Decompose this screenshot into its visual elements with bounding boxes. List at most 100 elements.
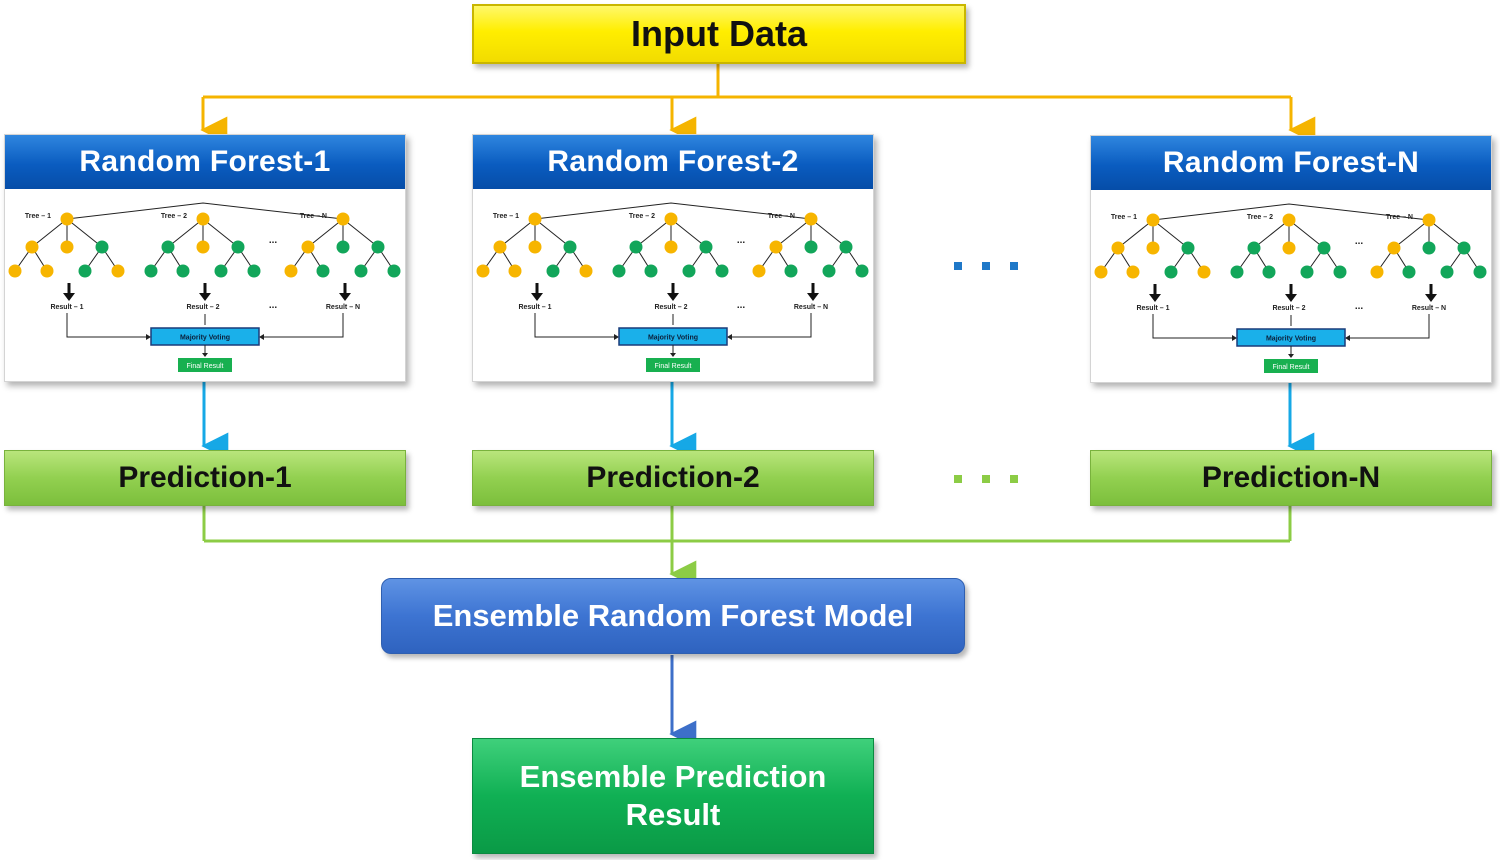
tree-label: Tree – 2 [629, 213, 655, 220]
final-connector-head [202, 353, 208, 357]
tree-node [664, 240, 678, 254]
tree-node [1111, 241, 1125, 255]
result-label: Result – N [1412, 305, 1446, 312]
tree-label: Tree – 1 [493, 213, 519, 220]
result-label: Result – 1 [518, 304, 551, 311]
tree-node [784, 264, 798, 278]
result-arrow-head [531, 293, 543, 301]
final-connector-head [1288, 354, 1294, 358]
tree-node [247, 264, 261, 278]
tree-node [78, 264, 92, 278]
tree-node [1262, 265, 1276, 279]
ellipsis-dot [1010, 262, 1018, 270]
tree-ellipsis: ... [1355, 236, 1364, 247]
random-forest-title: Random Forest-N [1091, 136, 1491, 190]
result-arrow-head [1149, 294, 1161, 302]
tree-node [1317, 241, 1331, 255]
tree-node [1422, 213, 1436, 227]
tree-label: Tree – 2 [161, 213, 187, 220]
voting-connector [1350, 314, 1430, 339]
tree-edge [342, 218, 379, 248]
tree-node [563, 240, 577, 254]
tree-node [476, 264, 490, 278]
tree-node [1164, 265, 1178, 279]
result-arrow-head [199, 293, 211, 301]
tree-label: Tree – 1 [25, 213, 51, 220]
result-label: Result – N [326, 304, 360, 311]
tree-edge [307, 218, 344, 248]
tree-node [839, 240, 853, 254]
ellipsis-dot [1010, 475, 1018, 483]
tree-node [60, 240, 74, 254]
tree-node [682, 264, 696, 278]
tree-edge [202, 218, 239, 248]
majority-voting-label: Majority Voting [1266, 336, 1316, 343]
voting-connector-head [1232, 335, 1237, 341]
tree-node [60, 212, 74, 226]
result-label: Result – 2 [1272, 305, 1305, 312]
tree-node [316, 264, 330, 278]
tree-node [629, 240, 643, 254]
tree-node [144, 264, 158, 278]
input-connector [200, 64, 1316, 144]
tree-node [1387, 241, 1401, 255]
tree-node [612, 264, 626, 278]
prediction-label: Prediction-2 [586, 461, 760, 494]
tree-node [1473, 265, 1487, 279]
tree-node [1146, 213, 1160, 227]
ellipsis-dot [982, 262, 990, 270]
tree-edge [1288, 219, 1325, 249]
tree-node [715, 264, 729, 278]
final-result-label: Final Result [655, 363, 692, 370]
voting-connector [264, 313, 344, 338]
majority-voting-label: Majority Voting [180, 335, 230, 342]
tree-edge [167, 218, 204, 248]
tree-node [1282, 241, 1296, 255]
result-arrow-head [667, 293, 679, 301]
result-arrow-head [807, 293, 819, 301]
tree-ellipsis: ... [737, 235, 746, 246]
tree-node [804, 240, 818, 254]
tree-edge [31, 218, 68, 248]
tree-node [699, 240, 713, 254]
result-arrow-head [1285, 294, 1297, 302]
ellipsis-dot [982, 475, 990, 483]
ellipsis-dot [954, 475, 962, 483]
voting-connector [1152, 314, 1232, 339]
tree-node [95, 240, 109, 254]
final-connector-head [670, 353, 676, 357]
tree-node [508, 264, 522, 278]
result-label: Result – 2 [654, 304, 687, 311]
tree-node [1422, 241, 1436, 255]
voting-connector-head [259, 334, 264, 340]
tree-edge [810, 218, 847, 248]
final-result-label: Final Result [187, 363, 224, 370]
prediction-box-2: Prediction-2 [472, 450, 874, 506]
tree-edge [66, 218, 103, 248]
prediction-connector [202, 506, 1292, 588]
tree-node [855, 264, 869, 278]
tree-label: Tree – 1 [1111, 214, 1137, 221]
tree-label: Tree – 2 [1247, 214, 1273, 221]
ensemble-result-label: Ensemble Prediction Result [519, 759, 827, 832]
tree-node [196, 240, 210, 254]
final-result-box [646, 358, 700, 372]
tree-link [534, 202, 812, 220]
tree-node [1402, 265, 1416, 279]
tree-node [214, 264, 228, 278]
tree-node [579, 264, 593, 278]
tree-node [528, 240, 542, 254]
tree-node [1126, 265, 1140, 279]
tree-link [1152, 203, 1430, 221]
prediction-box-n: Prediction-N [1090, 450, 1492, 506]
forest-connector [201, 380, 1315, 460]
tree-node [371, 240, 385, 254]
tree-edge [670, 218, 707, 248]
